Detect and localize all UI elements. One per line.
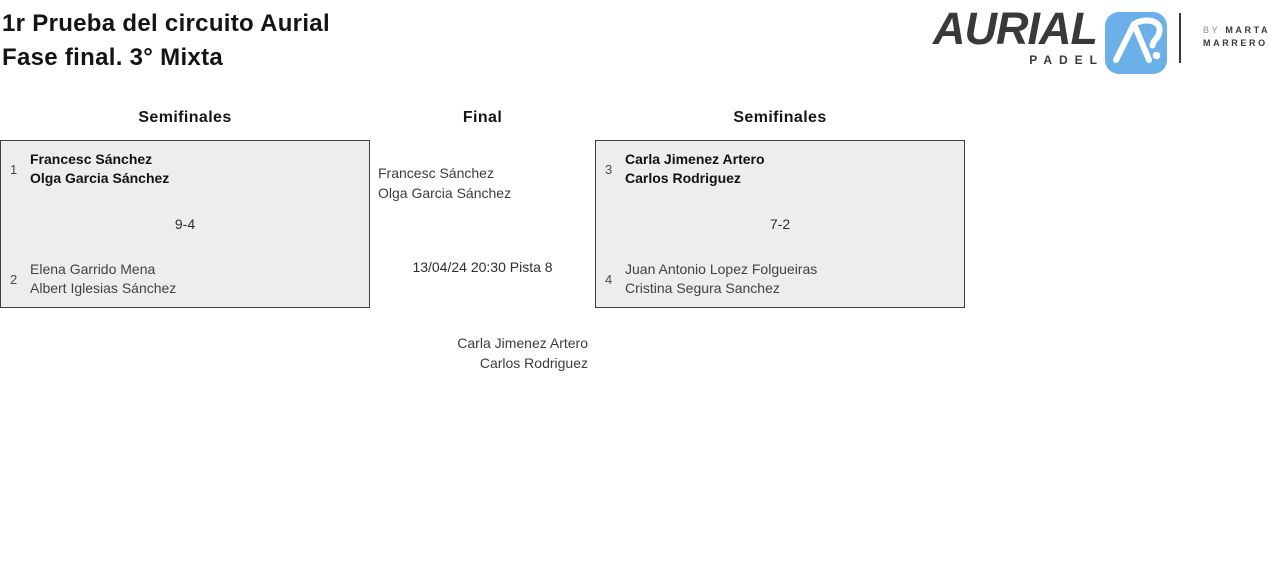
team-players: Francesc Sánchez Olga Garcia Sánchez xyxy=(30,150,169,188)
logo-divider xyxy=(1179,13,1181,63)
player-name: Carlos Rodriguez xyxy=(625,170,741,186)
by-prefix: BY xyxy=(1203,25,1221,35)
round-header-semifinal-right: Semifinales xyxy=(733,109,827,126)
seed-number: 1 xyxy=(10,161,18,177)
final-top-team: Francesc Sánchez Olga Garcia Sánchez xyxy=(378,164,587,203)
match-score: 7-2 xyxy=(769,216,791,232)
player-name: Cristina Segura Sanchez xyxy=(625,280,780,296)
seed-number: 4 xyxy=(605,271,613,287)
player-name: Carla Jimenez Artero xyxy=(625,151,765,167)
seed-number: 2 xyxy=(10,271,18,287)
team-row-seed2: 2 Elena Garrido Mena Albert Iglesias Sán… xyxy=(1,260,369,298)
page-title: 1r Prueba del circuito Aurial Fase final… xyxy=(2,7,330,75)
seed-number: 3 xyxy=(605,161,613,177)
team-players: Juan Antonio Lopez Folgueiras Cristina S… xyxy=(625,260,817,298)
by-marta-marrero-label: BY MARTA MARRERO xyxy=(1203,24,1270,50)
match-box-semifinal-left: 1 Francesc Sánchez Olga Garcia Sánchez 9… xyxy=(0,140,370,308)
player-name: Carla Jimenez Artero xyxy=(457,335,588,351)
by-line1: BY MARTA xyxy=(1203,24,1270,37)
team-row-seed1: 1 Francesc Sánchez Olga Garcia Sánchez xyxy=(1,150,369,188)
player-name: Juan Antonio Lopez Folgueiras xyxy=(625,261,818,277)
player-name: Carlos Rodriguez xyxy=(479,354,588,371)
match-score: 9-4 xyxy=(174,216,196,232)
final-bottom-team: Carla Jimenez Artero Carlos Rodriguez xyxy=(378,334,588,373)
team-players: Carla Jimenez Artero Carlos Rodriguez xyxy=(625,150,765,188)
page-title-line2: Fase final. 3° Mixta xyxy=(2,44,224,71)
page-title-line1: 1r Prueba del circuito Aurial xyxy=(2,10,330,37)
aurial-ar-monogram-icon xyxy=(1105,12,1167,74)
round-header-semifinal-left: Semifinales xyxy=(138,109,232,126)
round-header-final: Final xyxy=(462,109,503,126)
aurial-padel-label: PADEL xyxy=(1029,53,1104,67)
team-players: Elena Garrido Mena Albert Iglesias Sánch… xyxy=(30,260,176,298)
aurial-wordmark: AURIAL xyxy=(933,3,1098,54)
by-name-top: MARTA xyxy=(1225,25,1271,35)
match-box-semifinal-right: 3 Carla Jimenez Artero Carlos Rodriguez … xyxy=(595,140,965,308)
player-name: Albert Iglesias Sánchez xyxy=(30,280,177,296)
final-match-schedule: 13/04/24 20:30 Pista 8 xyxy=(412,259,553,275)
player-name: Olga Garcia Sánchez xyxy=(378,184,512,201)
by-line2: MARRERO xyxy=(1203,38,1268,48)
team-row-seed4: 4 Juan Antonio Lopez Folgueiras Cristina… xyxy=(596,260,964,298)
player-name: Olga Garcia Sánchez xyxy=(30,170,170,186)
player-name: Elena Garrido Mena xyxy=(30,261,156,277)
team-row-seed3: 3 Carla Jimenez Artero Carlos Rodriguez xyxy=(596,150,964,188)
player-name: Francesc Sánchez xyxy=(378,165,494,181)
player-name: Francesc Sánchez xyxy=(30,151,153,167)
